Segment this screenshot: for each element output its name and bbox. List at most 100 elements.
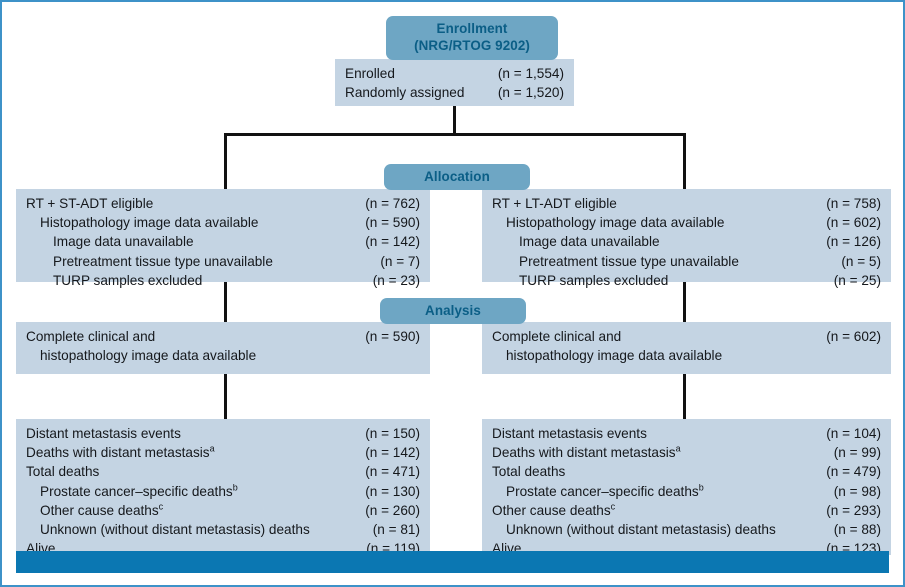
allocation-row-label: TURP samples excluded [519, 272, 669, 288]
outcome-row-label: Unknown (without distant metastasis) dea… [506, 522, 776, 538]
connector-analysis-outcomes-right [683, 374, 686, 420]
allocation-row-count: (n = 758) [826, 196, 881, 211]
outcome-row-label: Other cause deathsc [492, 501, 616, 518]
outcome-row: Deaths with distant metastasisa (n = 99) [492, 443, 881, 462]
outcome-row-label: Total deaths [492, 464, 566, 480]
outcome-row-count: (n = 98) [833, 483, 881, 499]
analysis-box-left: Complete clinical and (n = 590) histopat… [16, 322, 430, 374]
allocation-row-count: (n = 590) [365, 215, 420, 231]
outcome-row-count: (n = 293) [826, 502, 881, 518]
footnote-marker: b [232, 482, 238, 493]
analysis-row: Complete clinical and (n = 602) [492, 327, 881, 346]
outcome-row: Distant metastasis events (n = 150) [26, 424, 420, 443]
allocation-row-count: (n = 7) [380, 253, 420, 269]
outcome-row-count: (n = 471) [365, 464, 420, 480]
enrollment-row-label: Enrolled [345, 66, 395, 81]
outcomes-box-right: Distant metastasis events (n = 104) Deat… [482, 419, 891, 556]
allocation-row: Pretreatment tissue type unavailable (n … [26, 252, 420, 271]
allocation-row-count: (n = 25) [833, 272, 881, 288]
stage-pill-analysis: Analysis [380, 298, 526, 324]
footnote-marker: c [610, 501, 616, 512]
allocation-row: Pretreatment tissue type unavailable (n … [492, 252, 881, 271]
outcome-row: Unknown (without distant metastasis) dea… [492, 520, 881, 539]
stage-pill-allocation: Allocation [384, 164, 530, 190]
allocation-row-count: (n = 23) [372, 272, 420, 288]
outcome-row-label: Other cause deathsc [40, 501, 164, 518]
outcome-row-label: Unknown (without distant metastasis) dea… [40, 522, 310, 538]
analysis-row: Complete clinical and (n = 590) [26, 327, 420, 346]
outcome-row-count: (n = 142) [365, 445, 420, 461]
enrollment-row: Randomly assigned (n = 1,520) [345, 83, 564, 102]
allocation-row-label: Image data unavailable [519, 234, 660, 250]
outcome-row: Unknown (without distant metastasis) dea… [26, 520, 420, 539]
footnote-marker: a [675, 443, 681, 454]
connector-allocation-analysis-left [224, 282, 227, 323]
outcome-row-label: Total deaths [26, 464, 100, 480]
analysis-box-right: Complete clinical and (n = 602) histopat… [482, 322, 891, 374]
outcome-row-count: (n = 81) [372, 522, 420, 538]
allocation-row-label: RT + LT-ADT eligible [492, 196, 617, 211]
allocation-row-label: Image data unavailable [53, 234, 194, 250]
enrollment-row-label: Randomly assigned [345, 85, 465, 101]
outcome-row-label: Prostate cancer–specific deathsb [506, 482, 704, 499]
outcome-row-count: (n = 130) [365, 483, 420, 499]
enrollment-row-count: (n = 1,520) [497, 85, 564, 101]
allocation-row-count: (n = 762) [365, 196, 420, 211]
outcome-row-label: Distant metastasis events [492, 426, 647, 441]
connector-allocation-analysis-right [683, 282, 686, 323]
allocation-row: RT + ST-ADT eligible (n = 762) [26, 194, 420, 213]
allocation-row: Image data unavailable (n = 142) [26, 232, 420, 251]
analysis-row-continuation: histopathology image data available [26, 346, 420, 365]
allocation-row: RT + LT-ADT eligible (n = 758) [492, 194, 881, 213]
allocation-box-right: RT + LT-ADT eligible (n = 758) Histopath… [482, 189, 891, 288]
enrollment-row-count: (n = 1,554) [497, 66, 564, 81]
allocation-row-count: (n = 602) [826, 215, 881, 231]
analysis-row-label: histopathology image data available [40, 348, 257, 364]
allocation-box-left: RT + ST-ADT eligible (n = 762) Histopath… [16, 189, 430, 288]
allocation-row-label: Histopathology image data available [506, 215, 725, 231]
footnote-marker: a [209, 443, 215, 454]
allocation-row: Histopathology image data available (n =… [492, 213, 881, 232]
allocation-row-label: Histopathology image data available [40, 215, 259, 231]
connector-split-bar [224, 133, 686, 136]
allocation-row-label: Pretreatment tissue type unavailable [53, 253, 273, 269]
allocation-row-count: (n = 5) [841, 253, 881, 269]
outcome-row-label: Prostate cancer–specific deathsb [40, 482, 238, 499]
stage-pill-enrollment-title: Enrollment [436, 21, 508, 36]
outcome-row-count: (n = 150) [365, 426, 420, 441]
outcome-row: Distant metastasis events (n = 104) [492, 424, 881, 443]
outcomes-box-left: Distant metastasis events (n = 150) Deat… [16, 419, 430, 556]
outcome-row: Other cause deathsc (n = 260) [26, 501, 420, 520]
outcome-row-count: (n = 479) [826, 464, 881, 480]
allocation-row-count: (n = 142) [365, 234, 420, 250]
connector-split-left [224, 133, 227, 190]
allocation-row-label: TURP samples excluded [53, 272, 203, 288]
allocation-row-label: Pretreatment tissue type unavailable [519, 253, 739, 269]
footnote-marker: c [158, 501, 164, 512]
outcome-row: Prostate cancer–specific deathsb (n = 98… [492, 482, 881, 501]
stage-pill-enrollment: Enrollment (NRG/RTOG 9202) [386, 16, 558, 60]
allocation-row: TURP samples excluded (n = 25) [492, 271, 881, 290]
connector-analysis-outcomes-left [224, 374, 227, 420]
connector-enrollment-stem [453, 106, 456, 135]
allocation-row-label: RT + ST-ADT eligible [26, 196, 154, 211]
footnote-marker: b [698, 482, 704, 493]
footer-bar [16, 551, 889, 573]
analysis-row-label: Complete clinical and [492, 329, 622, 344]
allocation-row: Image data unavailable (n = 126) [492, 232, 881, 251]
allocation-row-count: (n = 126) [826, 234, 881, 250]
outcome-row-count: (n = 104) [826, 426, 881, 441]
analysis-row-label: histopathology image data available [506, 348, 723, 364]
outcome-row: Total deaths (n = 479) [492, 462, 881, 481]
analysis-row-label: Complete clinical and [26, 329, 156, 344]
outcome-row: Other cause deathsc (n = 293) [492, 501, 881, 520]
outcome-row-label: Distant metastasis events [26, 426, 181, 441]
allocation-row: Histopathology image data available (n =… [26, 213, 420, 232]
outcome-row: Total deaths (n = 471) [26, 462, 420, 481]
allocation-row: TURP samples excluded (n = 23) [26, 271, 420, 290]
outcome-row: Deaths with distant metastasisa (n = 142… [26, 443, 420, 462]
connector-split-right [683, 133, 686, 190]
stage-pill-enrollment-subtitle: (NRG/RTOG 9202) [414, 38, 530, 53]
outcome-row-count: (n = 99) [833, 445, 881, 461]
